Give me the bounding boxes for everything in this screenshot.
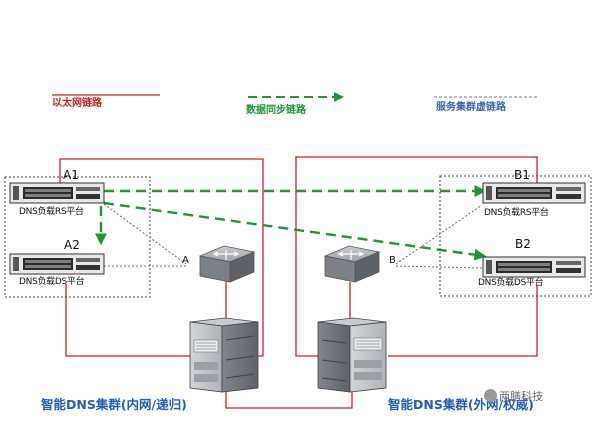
link-a2-to-left-cabinet [65,284,190,357]
switch-b-tag: B [389,255,396,266]
legend-ethernet-label: 以太网链路 [52,98,102,109]
device-b2-tag: B2 [515,237,531,251]
link-b1-to-right-cabinet [295,156,538,357]
device-b2 [482,256,586,278]
server-cabinet-icon [317,317,387,393]
server-cabinet-icon [189,317,259,393]
link-cabinets-bottom [225,391,353,409]
legend-virtual-label: 服务集群虚链路 [436,102,506,113]
device-a1-tag: A1 [63,168,79,182]
network-switch-icon [323,245,381,283]
device-a1 [9,182,105,204]
right-cabinet [317,317,387,393]
device-a2 [9,253,105,275]
wechat-logo-icon [484,389,497,402]
rack-server-icon [9,253,105,275]
sync-links [95,185,487,261]
left-cluster-boundary [4,176,151,298]
legend-sync-label: 数据同步链路 [246,105,306,116]
switch-a [198,245,256,283]
device-a2-caption: DNS负载DS平台 [19,277,85,287]
right-cluster-caption: 智能DNS集群(外网/权威) [388,397,534,412]
device-b2-caption: DNS负载DS平台 [478,278,544,288]
device-a1-caption: DNS负载RS平台 [19,207,84,217]
virtual-links [103,203,483,269]
left-cabinet [189,317,259,393]
rack-server-icon [482,182,586,204]
watermark-text: 两膳科技 [499,390,543,403]
device-b1-caption: DNS负载RS平台 [484,208,549,218]
link-a1-to-left-cabinet [59,158,264,357]
device-a2-tag: A2 [64,238,80,252]
device-b1-tag: B1 [514,168,530,182]
switch-b [323,245,381,283]
rack-server-icon [482,256,586,278]
device-b1 [482,182,586,204]
left-cluster-caption: 智能DNS集群(内网/递归) [41,397,187,412]
switch-a-tag: A [182,255,189,266]
ethernet-links [59,156,538,409]
network-switch-icon [198,245,256,283]
right-cluster-boundary [439,175,592,297]
rack-server-icon [9,182,105,204]
link-b2-to-right-cabinet [388,285,538,357]
